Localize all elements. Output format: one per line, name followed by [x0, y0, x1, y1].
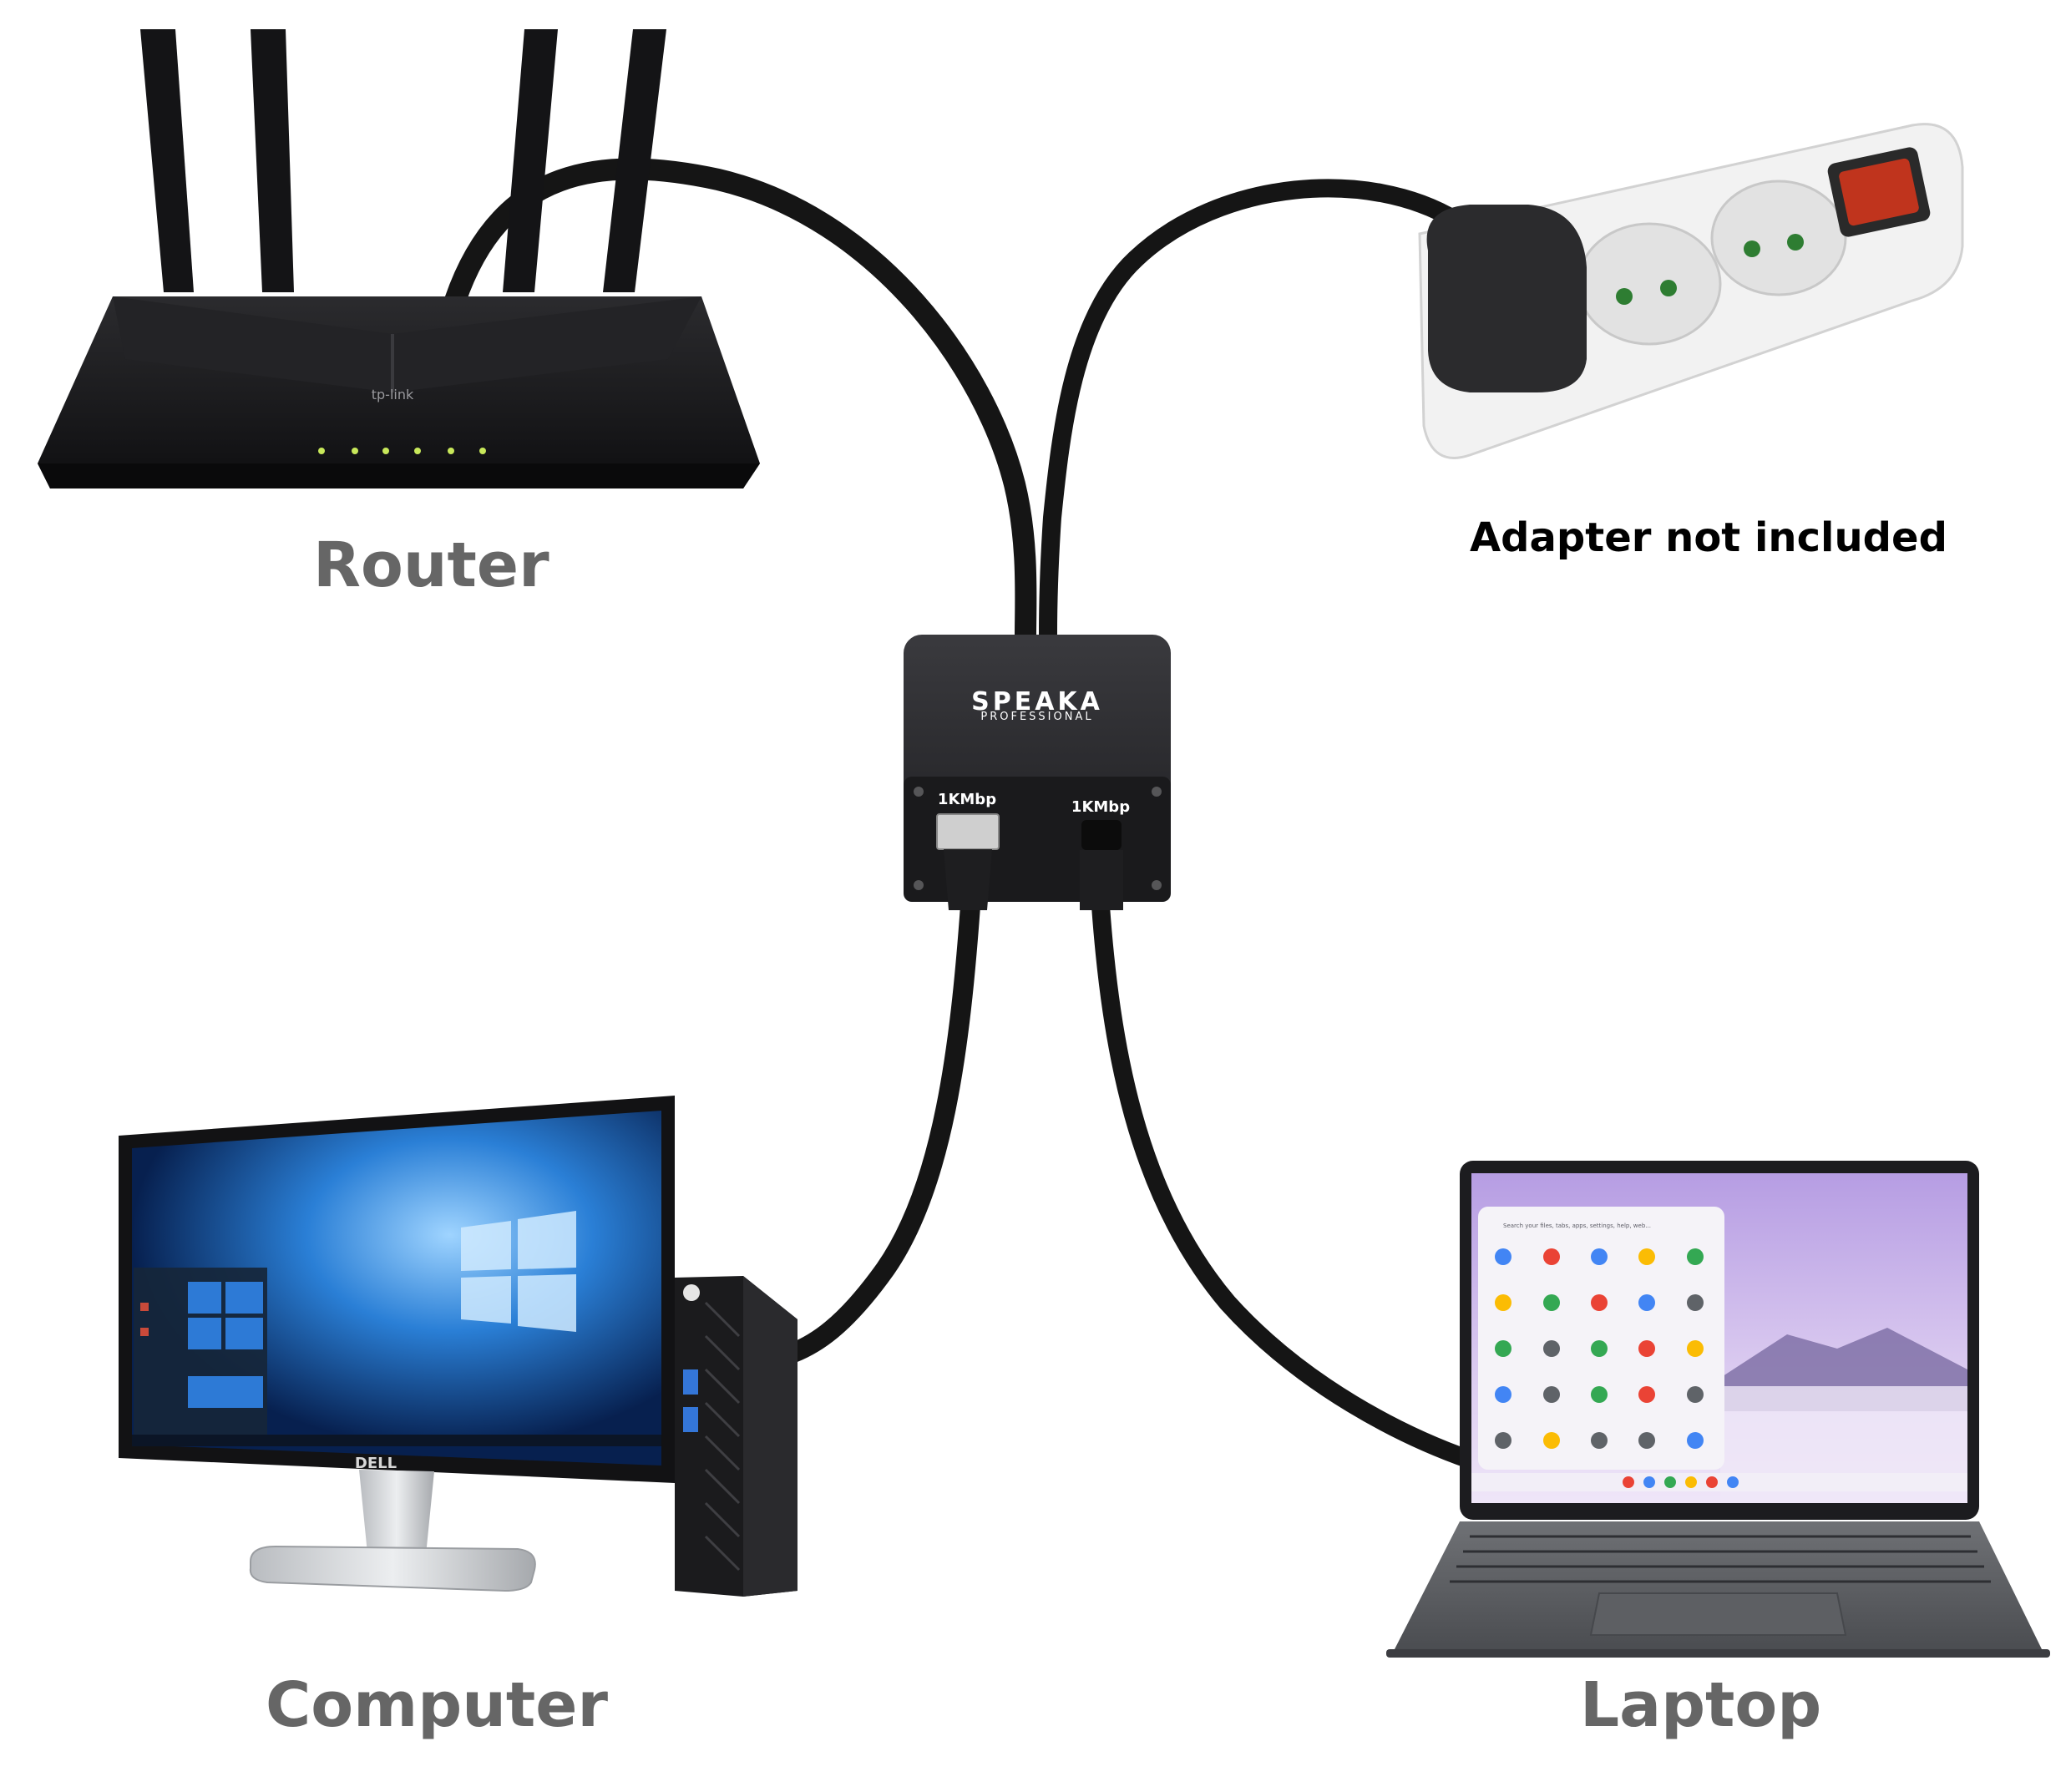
laptop-shelf-icons [1623, 1476, 1739, 1488]
laptop-label: Laptop [1580, 1669, 1822, 1741]
computer-label: Computer [266, 1669, 608, 1741]
power-strip [1418, 123, 1964, 459]
laptop: Search your files, tabs, apps, settings,… [1386, 1161, 2050, 1658]
laptop-shelf [1471, 1473, 1967, 1491]
start-menu [134, 1268, 267, 1443]
launcher-search-placeholder: Search your files, tabs, apps, settings,… [1503, 1223, 1651, 1229]
power-plug [1426, 205, 1587, 392]
router-status-leds [318, 448, 486, 454]
monitor-stand-base [249, 1545, 536, 1592]
monitor: DELL [119, 1096, 675, 1592]
adapter-box: SPEAKA PROFESSIONAL 1KMbp 1KMbp [904, 635, 1171, 910]
pc-tower-vent [704, 1301, 741, 1572]
adapter-port-label-right: 1KMbp [1071, 798, 1130, 816]
adapter-brand: SPEAKA [971, 687, 1103, 716]
usb-c-port [1081, 820, 1122, 850]
pc-power-button-icon [683, 1284, 700, 1301]
router: tp-link [38, 29, 760, 488]
launcher-panel [1478, 1207, 1724, 1470]
laptop-trackpad [1589, 1592, 1847, 1636]
router-label: Router [313, 529, 549, 601]
router-brand-logo: tp-link [372, 387, 414, 402]
laptop-keyboard [1450, 1535, 1991, 1583]
adapter-note: Adapter not included [1470, 514, 1947, 561]
adapter-port-label-left: 1KMbp [938, 791, 996, 808]
monitor-stand-neck [359, 1470, 434, 1555]
adapter-brand-sub: PROFESSIONAL [980, 711, 1093, 723]
router-cable [444, 158, 1037, 645]
windows-logo-icon [461, 1211, 576, 1332]
launcher-app-icons [1495, 1248, 1704, 1449]
router-antennas [140, 29, 666, 292]
monitor-brand-logo: DELL [355, 1455, 397, 1472]
ethernet-port [936, 813, 1000, 850]
cables [444, 158, 1479, 1469]
pc-tower [675, 1276, 798, 1597]
power-cable [1039, 179, 1466, 644]
laptop-cable [1091, 897, 1479, 1469]
taskbar [132, 1435, 661, 1446]
power-strip-sockets [1577, 180, 1847, 346]
power-switch-icon [1827, 147, 1931, 237]
laptop-base [1395, 1521, 2042, 1649]
computer-cable [783, 896, 980, 1363]
